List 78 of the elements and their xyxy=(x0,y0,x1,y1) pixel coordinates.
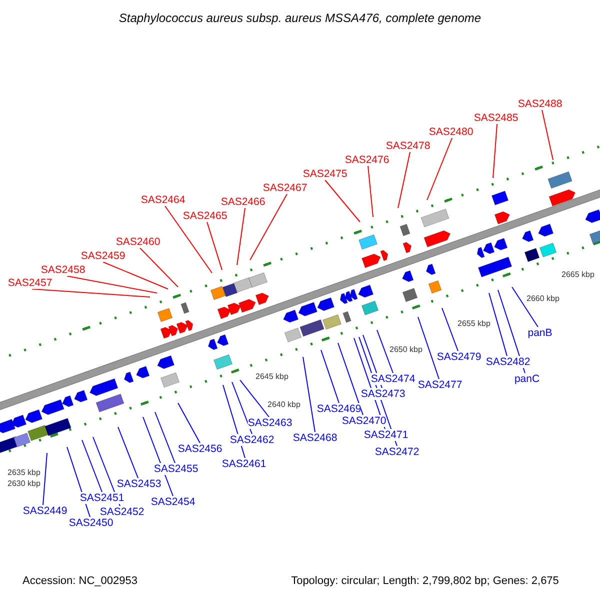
leader-line xyxy=(368,166,374,218)
leader-line xyxy=(142,416,174,496)
gene-label: SAS2470 xyxy=(342,415,386,427)
leader-line xyxy=(492,124,498,178)
gene-label: SAS2457 xyxy=(8,277,52,289)
leader-line xyxy=(512,286,538,328)
leader-line xyxy=(178,402,200,444)
leader-line xyxy=(236,208,246,266)
gene-label: SAS2455 xyxy=(154,463,198,475)
scale-label: 2640 kbp xyxy=(268,400,300,408)
scale-label: 2635 kbp xyxy=(8,468,40,476)
gene-label: SAS2462 xyxy=(230,434,274,446)
gene-label: SAS2476 xyxy=(344,154,390,166)
leader-line xyxy=(240,380,270,418)
gene-label: SAS2479 xyxy=(436,351,482,363)
leader-line xyxy=(324,180,360,222)
leader-line xyxy=(398,152,410,208)
gene-label: SAS2452 xyxy=(100,506,144,518)
gene-label: SAS2459 xyxy=(80,250,126,262)
gene-label: SAS2450 xyxy=(68,517,114,529)
leader-line xyxy=(206,222,222,270)
leader-line xyxy=(442,308,458,352)
leader-line xyxy=(82,440,102,492)
leader-line xyxy=(42,452,48,506)
leader-line xyxy=(154,412,176,464)
leader-line xyxy=(426,138,452,200)
leader-line xyxy=(250,194,288,260)
gene-label: SAS2485 xyxy=(474,112,518,124)
leader-line xyxy=(140,248,178,288)
scale-label: 2650 kbp xyxy=(390,344,422,354)
gene-label: SAS2456 xyxy=(178,443,222,455)
gene-label: SAS2465 xyxy=(182,210,228,222)
gene-label: SAS2472 xyxy=(374,446,420,458)
scale-label: 2665 kbp xyxy=(562,270,594,278)
gene-label: SAS2463 xyxy=(248,417,292,429)
gene-label: SAS2471 xyxy=(364,429,408,441)
leader-line xyxy=(320,350,340,404)
leader-line xyxy=(102,262,168,290)
leader-line xyxy=(66,276,158,294)
gene-label: SAS2454 xyxy=(150,496,196,508)
gene-label: SAS2478 xyxy=(386,140,430,152)
gene-label: SAS2460 xyxy=(116,236,160,248)
accession-text: Accession: NC_002953 xyxy=(22,575,138,587)
scale-label: 2630 kbp xyxy=(8,478,40,488)
gene-label: SAS2475 xyxy=(302,168,348,180)
gene-label: SAS2477 xyxy=(418,379,462,391)
leader-line xyxy=(376,330,394,374)
gene-label: SAS2469 xyxy=(316,403,362,415)
gene-label: SAS2461 xyxy=(222,458,266,470)
gene-label: SAS2488 xyxy=(518,98,562,110)
gene-label: SAS2453 xyxy=(116,478,162,490)
leader-line xyxy=(164,206,212,274)
leader-line xyxy=(338,342,364,416)
gene-label: SAS2480 xyxy=(428,126,474,138)
gene-label: SAS2474 xyxy=(370,373,416,385)
leader-line xyxy=(542,110,554,160)
scale-label: 2655 kbp xyxy=(458,318,490,328)
genome-stats-text: Topology: circular; Length: 2,799,802 bp; Genes: 2,675 xyxy=(291,575,559,587)
gene-label: SAS2468 xyxy=(292,432,338,444)
gene-label: SAS2458 xyxy=(40,264,86,276)
gene-label: SAS2473 xyxy=(360,388,406,400)
gene-label: SAS2449 xyxy=(22,505,68,517)
gene-label: SAS2451 xyxy=(80,492,124,504)
leader-line xyxy=(488,292,508,356)
gene-label: SAS2482 xyxy=(486,356,530,368)
leader-line xyxy=(232,382,252,434)
leader-line xyxy=(302,356,316,432)
title: Staphylococcus aureus subsp. aureus MSSA476, complete genome xyxy=(118,12,482,24)
gene-label: panB xyxy=(528,327,552,339)
leader-line xyxy=(118,426,138,478)
scale-label: 2645 kbp xyxy=(256,372,288,380)
gene-label: SAS2464 xyxy=(140,194,186,206)
gene-label: SAS2467 xyxy=(262,182,308,194)
gene-label: panC xyxy=(514,373,540,385)
gene-label: SAS2466 xyxy=(220,196,266,208)
scale-label: 2660 kbp xyxy=(526,294,560,302)
leader-line xyxy=(32,288,150,298)
leader-line xyxy=(418,316,440,380)
